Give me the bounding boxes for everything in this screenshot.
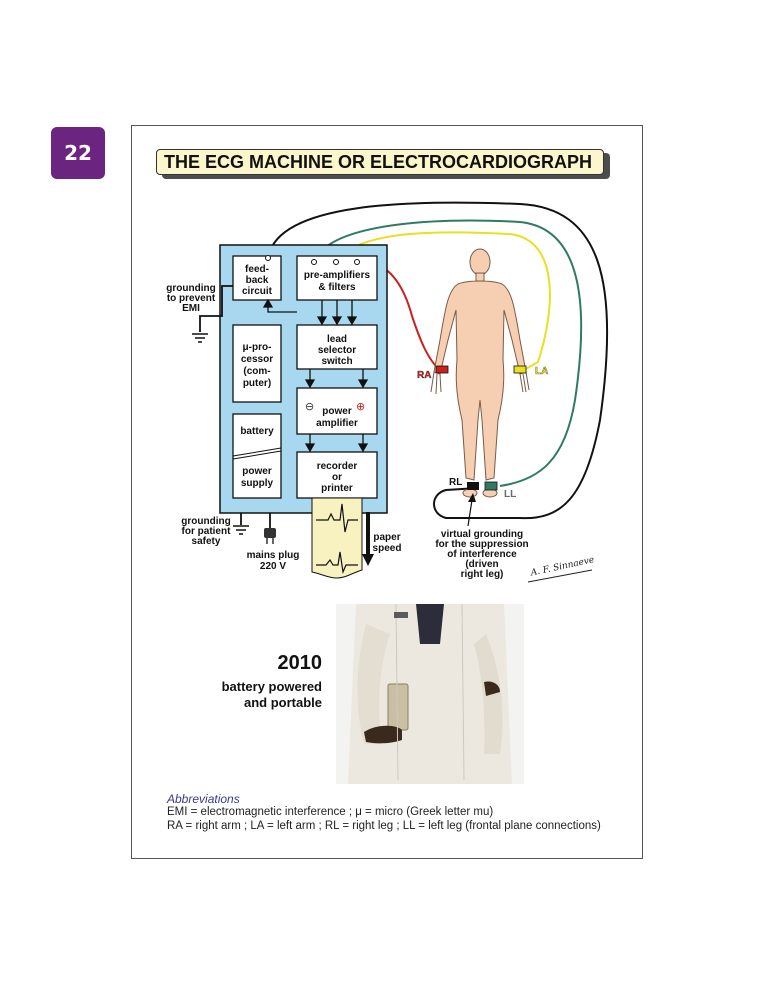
- la-wire: [335, 231, 551, 371]
- feedback-circuit-block: [232, 255, 282, 301]
- grounding-patient-label-1: grounding: [181, 516, 230, 527]
- paper-strip: [311, 497, 363, 579]
- recorder-label-3: printer: [321, 483, 353, 494]
- grounding-emi-label-1: grounding: [166, 283, 215, 294]
- grounding-patient-label-2: for patient: [182, 526, 232, 537]
- ground-patient-icon: [233, 525, 249, 535]
- virtual-grounding-label-1: virtual grounding: [441, 529, 523, 540]
- ground-emi-icon: [192, 333, 208, 343]
- lead-selector-label-1: lead: [327, 334, 347, 345]
- processor-block: [232, 324, 282, 403]
- photo-caption: battery powered and portable: [200, 679, 322, 711]
- virtual-grounding-label-5: right leg): [461, 569, 504, 580]
- grounding-emi-label-2: to prevent: [167, 293, 216, 304]
- ra-electrode: [435, 365, 449, 374]
- recorder-label-2: or: [332, 472, 342, 483]
- feedback-label-3: circuit: [242, 286, 273, 297]
- photo-caption-line-2: and portable: [243, 695, 322, 710]
- minus-terminal-icon: ⊖: [305, 400, 314, 413]
- mains-plug-icon: [264, 528, 276, 544]
- signal-arrows: [262, 298, 369, 453]
- virtual-grounding-label-3: of interference: [447, 549, 517, 560]
- virtual-grounding-label-2: for the suppression: [435, 539, 528, 550]
- ll-wire: [313, 219, 583, 487]
- ecg-trace: [316, 503, 358, 533]
- ll-electrode: [484, 481, 498, 491]
- la-electrode: [513, 365, 527, 374]
- processor-label-1: μ-pro-: [243, 342, 272, 353]
- battery-block: [232, 413, 282, 499]
- processor-label-3: (com-: [243, 366, 270, 377]
- abbreviations-line-1: EMI = electromagnetic interference ; μ =…: [167, 806, 494, 818]
- virtual-grounding-label-4: (driven: [465, 559, 498, 570]
- feedback-label-1: feed-: [245, 264, 269, 275]
- grounding-patient-label-3: safety: [192, 536, 221, 547]
- abbreviations-line-2: RA = right arm ; LA = left arm ; RL = ri…: [167, 820, 601, 832]
- recorder-label-1: recorder: [317, 461, 358, 472]
- mains-plug-label-1: mains plug: [247, 550, 300, 561]
- preamp-label-2: & filters: [318, 282, 356, 293]
- power-amplifier-block: [296, 387, 378, 435]
- preamp-label-1: pre-amplifiers: [304, 270, 371, 281]
- rl-feedback-wire: [267, 201, 609, 520]
- slide-title: THE ECG MACHINE OR ELECTROCARDIOGRAPH: [156, 149, 604, 175]
- mains-plug-label-2: 220 V: [260, 561, 286, 572]
- feedback-label-2: back: [246, 275, 269, 286]
- paper-speed-arrow: [362, 554, 374, 566]
- page-number-badge: 22: [51, 127, 105, 179]
- doctor-with-portable-ecg-image: [336, 604, 524, 784]
- abbreviations-heading: Abbreviations: [167, 792, 240, 806]
- rl-label: RL: [449, 477, 462, 488]
- lead-selector-label-3: switch: [321, 356, 352, 367]
- power-supply-label-1: power: [242, 466, 272, 477]
- rl-electrode: [467, 482, 479, 490]
- virtual-ground-arrow: [468, 493, 476, 502]
- grounding-emi-label-3: EMI: [182, 303, 200, 314]
- ll-label: LL: [504, 489, 516, 500]
- la-label: LA: [535, 366, 548, 377]
- photo-year: 2010: [277, 652, 323, 674]
- battery-label: battery: [240, 426, 274, 437]
- processor-label-2: cessor: [241, 354, 273, 365]
- paper-speed-label-1: paper: [373, 532, 400, 543]
- power-supply-label-2: supply: [241, 478, 274, 489]
- lead-selector-label-2: selector: [318, 345, 356, 356]
- photo-caption-line-1: battery powered: [221, 679, 322, 694]
- plus-terminal-icon: ⊕: [356, 400, 365, 413]
- power-amp-label-2: amplifier: [316, 418, 358, 429]
- ra-label: RA: [417, 370, 431, 381]
- ecg-trace-2: [316, 551, 358, 575]
- power-amp-label-1: power: [322, 406, 352, 417]
- processor-label-4: puter): [243, 378, 271, 389]
- paper-speed-label-2: speed: [373, 543, 402, 554]
